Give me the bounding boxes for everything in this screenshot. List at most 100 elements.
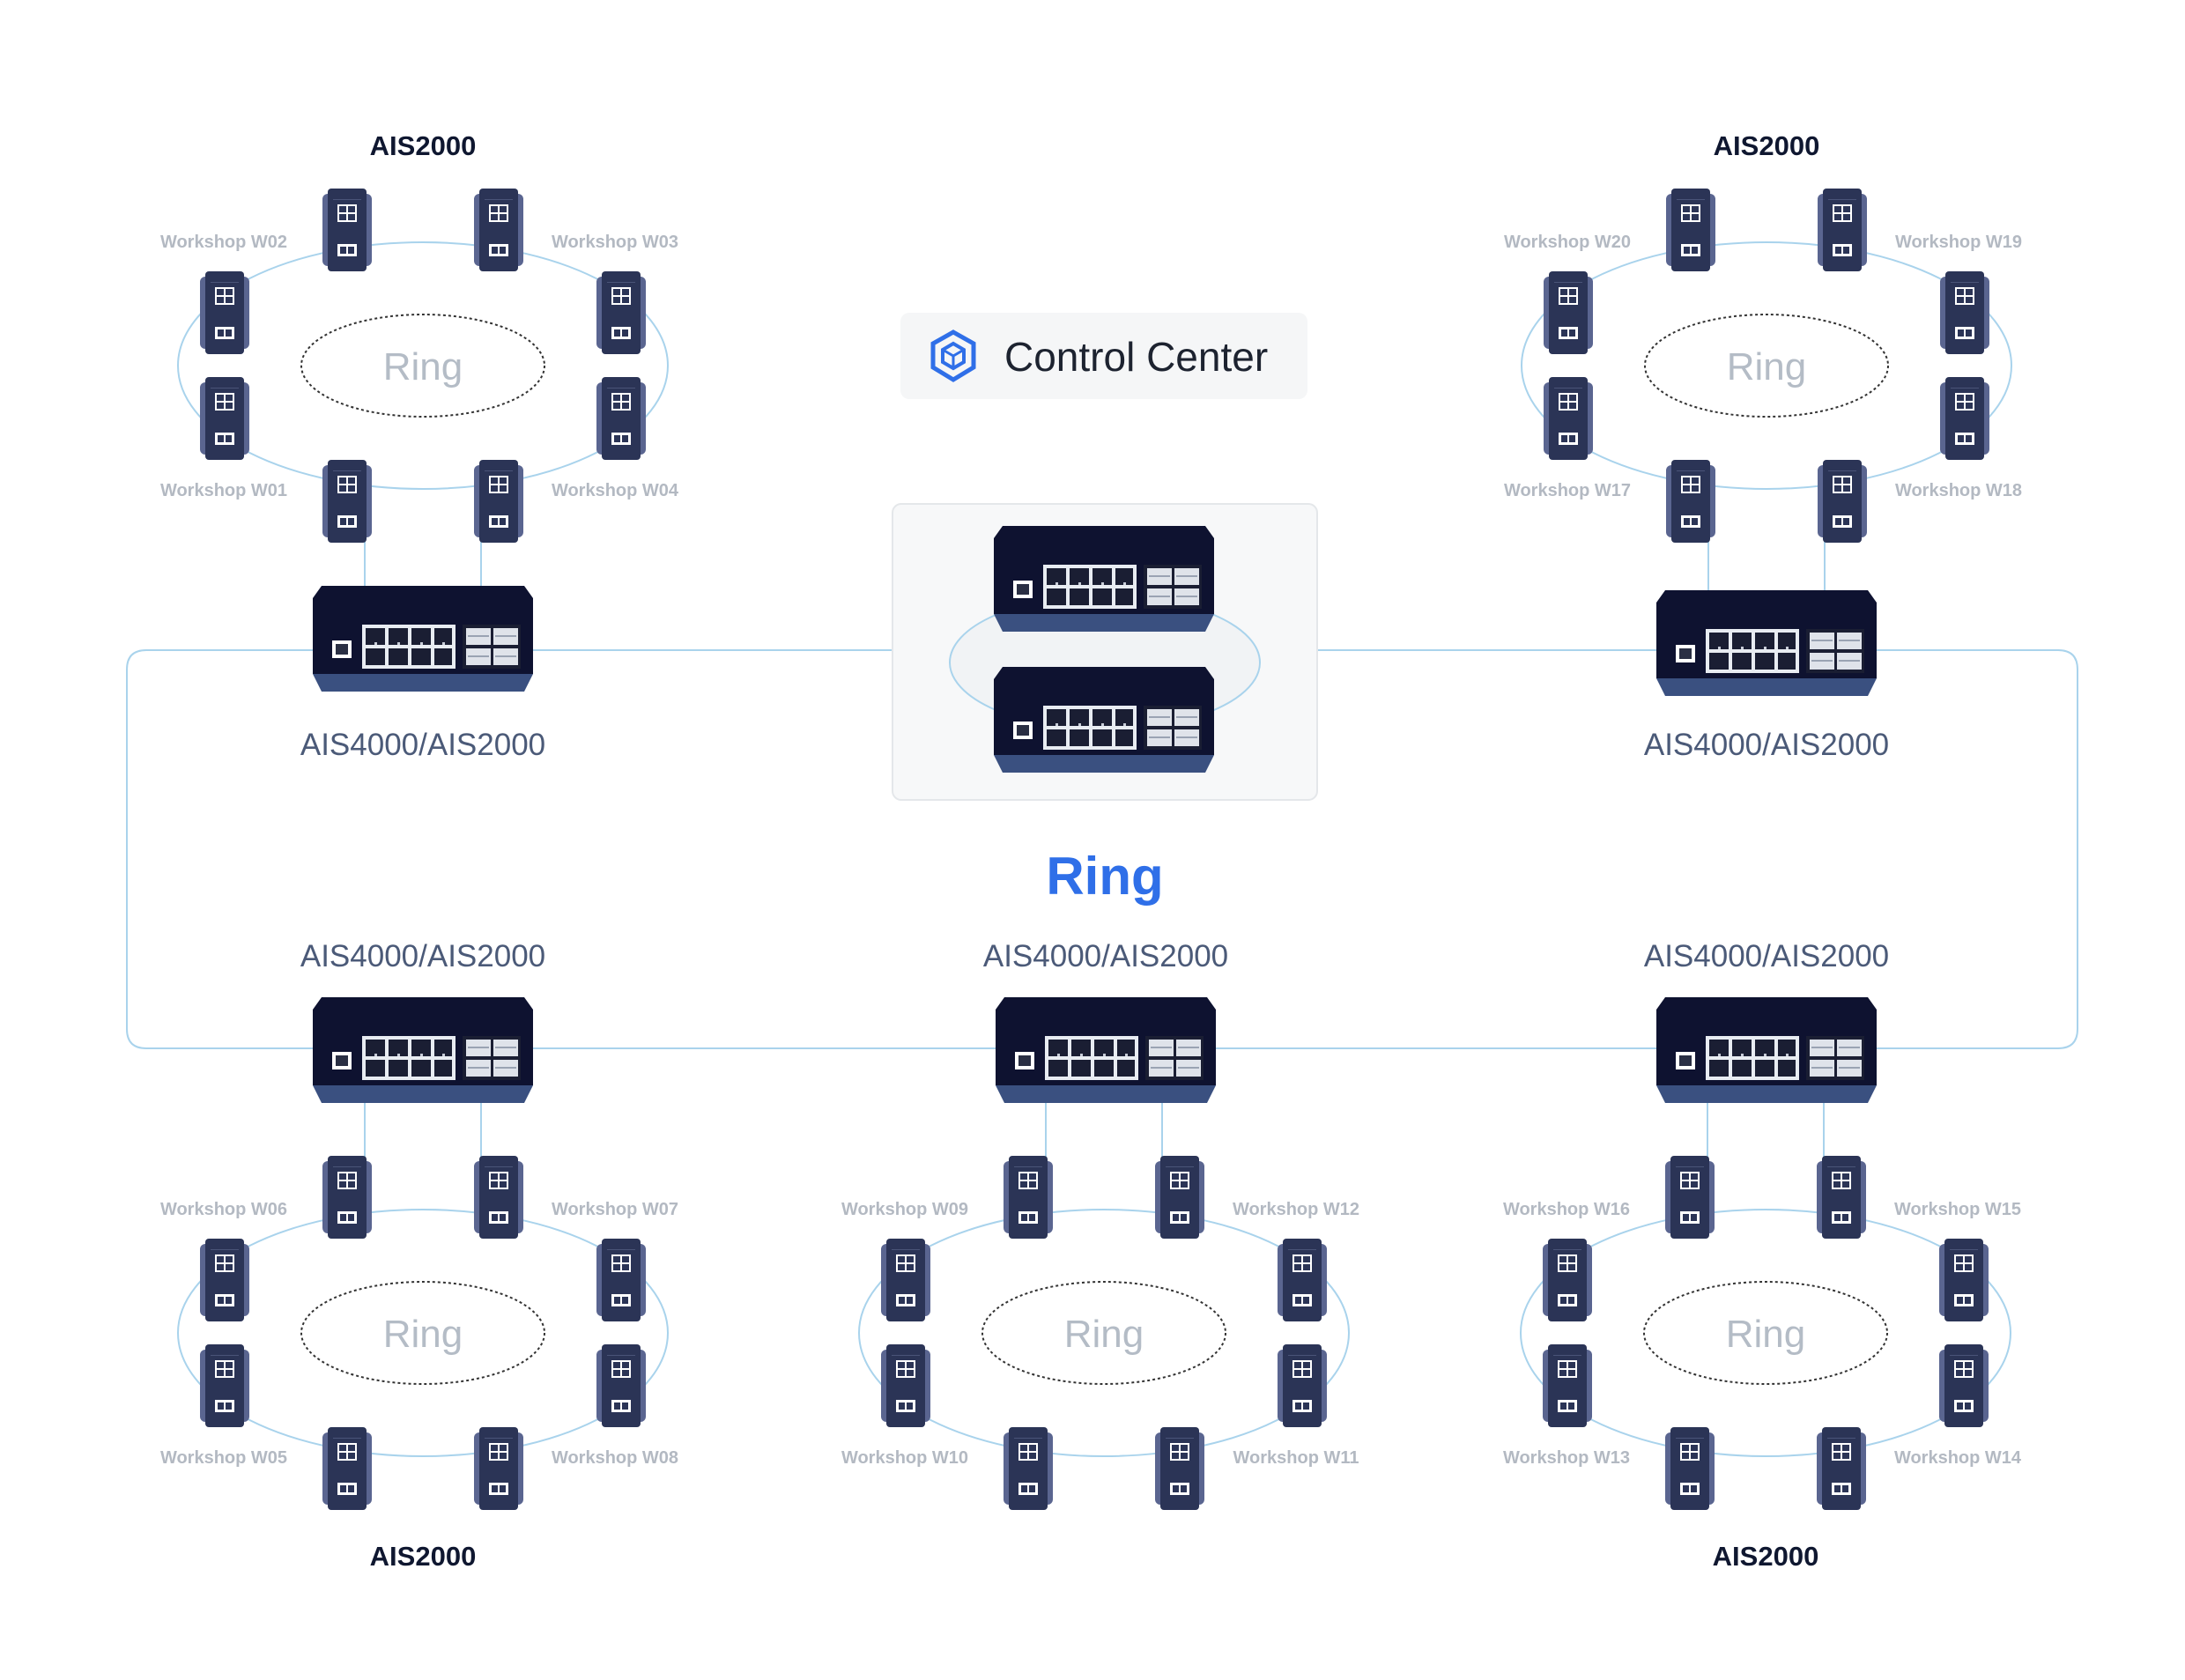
workshop-label: Workshop W14 — [1894, 1448, 2022, 1468]
workshop-label: Workshop W18 — [1895, 481, 2022, 500]
access-switch — [1665, 1156, 1715, 1239]
aggregation-switch — [996, 997, 1216, 1103]
workshop-label: Workshop W16 — [1503, 1200, 1630, 1219]
aggregation-switch — [313, 997, 533, 1103]
switch-model-label: AIS4000/AIS2000 — [300, 939, 545, 973]
access-switch — [322, 460, 372, 543]
access-switch — [1666, 189, 1715, 271]
logical-ring-ellipse — [1644, 314, 1889, 418]
workshop-label: Workshop W20 — [1504, 233, 1631, 252]
access-ring-link — [1520, 1209, 2011, 1457]
access-ring-link — [858, 1209, 1350, 1457]
ring-label: Ring — [383, 345, 463, 389]
access-switch — [1155, 1156, 1204, 1239]
access-ring-link — [177, 1209, 669, 1457]
workshop-label: Workshop W08 — [552, 1448, 678, 1468]
access-switch — [1666, 460, 1715, 543]
workshop-label: Workshop W12 — [1233, 1200, 1359, 1219]
workshop-label: Workshop W01 — [160, 481, 287, 500]
access-ring-title: AIS2000 — [1714, 130, 1820, 161]
workshop-label: Workshop W19 — [1895, 233, 2022, 252]
access-switch — [474, 1156, 523, 1239]
access-switch — [322, 189, 372, 271]
access-switch — [1278, 1239, 1327, 1321]
access-switch — [596, 271, 646, 354]
workshop-label: Workshop W07 — [552, 1200, 678, 1219]
access-switch — [1278, 1344, 1327, 1427]
logical-ring-ellipse — [300, 1281, 545, 1385]
core-switch-pair — [892, 503, 1318, 801]
switch-model-label: AIS4000/AIS2000 — [1644, 728, 1889, 762]
ring-label: Ring — [1064, 1313, 1144, 1356]
access-switch — [1004, 1156, 1053, 1239]
access-switch — [881, 1239, 930, 1321]
access-switch — [881, 1344, 930, 1427]
aggregation-switch — [1656, 997, 1877, 1103]
access-switch — [596, 377, 646, 460]
access-switch — [1544, 377, 1593, 460]
ring-label: Ring — [1726, 1313, 1806, 1356]
logical-ring-ellipse — [1643, 1281, 1888, 1385]
access-switch — [200, 377, 249, 460]
access-switch — [1818, 460, 1867, 543]
switch-model-label: AIS4000/AIS2000 — [300, 728, 545, 762]
access-switch — [474, 189, 523, 271]
workshop-label: Workshop W03 — [552, 233, 678, 252]
core-ring-label: Ring — [1046, 847, 1163, 906]
workshop-label: Workshop W06 — [160, 1200, 287, 1219]
access-switch — [1544, 271, 1593, 354]
access-ring-title: AIS2000 — [370, 1541, 477, 1572]
access-switch — [1940, 377, 1989, 460]
access-switch — [1817, 1427, 1866, 1510]
workshop-label: Workshop W09 — [841, 1200, 968, 1219]
workshop-label: Workshop W13 — [1503, 1448, 1630, 1468]
access-switch — [596, 1239, 646, 1321]
aggregation-switch — [313, 586, 533, 692]
cube-network-icon — [930, 329, 976, 382]
access-switch — [474, 1427, 523, 1510]
switch-model-label: AIS4000/AIS2000 — [983, 939, 1228, 973]
access-switch — [596, 1344, 646, 1427]
access-switch — [1818, 189, 1867, 271]
workshop-label: Workshop W10 — [841, 1448, 968, 1468]
access-switch — [1543, 1344, 1592, 1427]
access-switch — [1940, 271, 1989, 354]
access-ring-title: AIS2000 — [370, 130, 477, 161]
workshop-label: Workshop W04 — [552, 481, 679, 500]
access-switch — [474, 460, 523, 543]
core-switch-primary — [994, 526, 1214, 632]
ring-label: Ring — [383, 1313, 463, 1356]
core-switch-secondary — [994, 667, 1214, 773]
logical-ring-ellipse — [981, 1281, 1226, 1385]
access-ring-link — [177, 241, 669, 490]
access-switch — [1543, 1239, 1592, 1321]
access-switch — [200, 271, 249, 354]
logical-ring-ellipse — [300, 314, 545, 418]
workshop-label: Workshop W17 — [1504, 481, 1631, 500]
access-switch — [1817, 1156, 1866, 1239]
access-switch — [322, 1156, 372, 1239]
access-switch — [322, 1427, 372, 1510]
control-center-panel: Control Center — [900, 313, 1307, 399]
access-ring-title: AIS2000 — [1713, 1541, 1819, 1572]
workshop-label: Workshop W02 — [160, 233, 287, 252]
access-switch — [1155, 1427, 1204, 1510]
access-switch — [1939, 1344, 1989, 1427]
control-center-title: Control Center — [1004, 334, 1268, 380]
access-switch — [1004, 1427, 1053, 1510]
ring-label: Ring — [1727, 345, 1807, 389]
access-switch — [200, 1239, 249, 1321]
workshop-label: Workshop W11 — [1233, 1448, 1359, 1468]
access-switch — [1939, 1239, 1989, 1321]
access-switch — [1665, 1427, 1715, 1510]
switch-model-label: AIS4000/AIS2000 — [1644, 939, 1889, 973]
aggregation-switch — [1656, 590, 1877, 696]
access-ring-link — [1521, 241, 2012, 490]
access-switch — [200, 1344, 249, 1427]
